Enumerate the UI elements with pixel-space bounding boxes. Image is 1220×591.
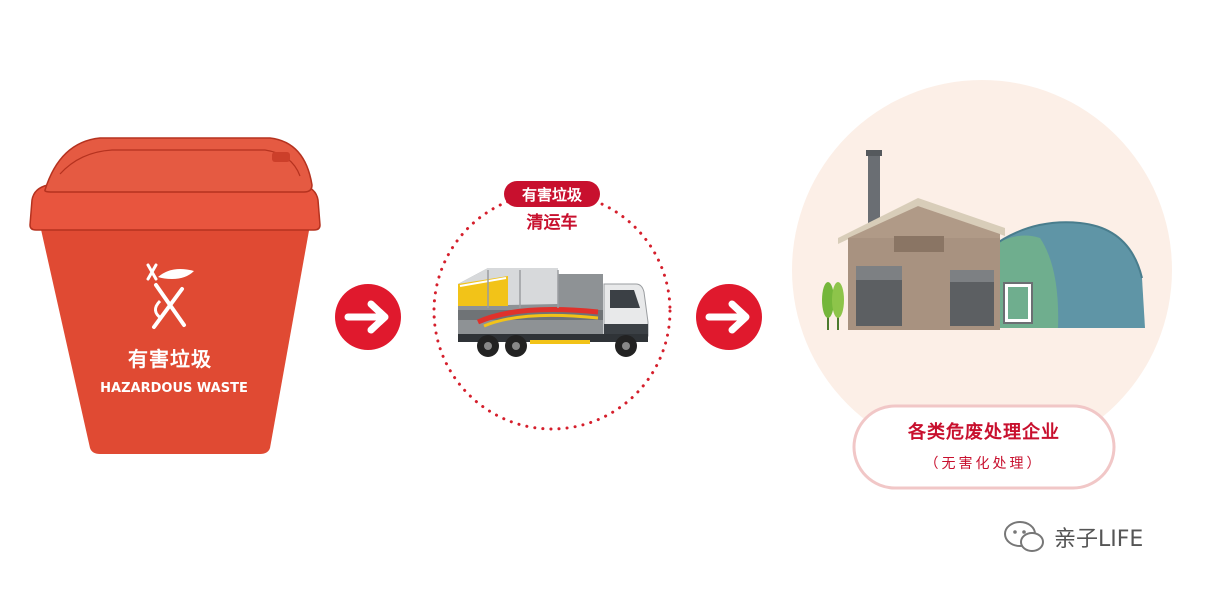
chimney: [868, 153, 880, 223]
bin-rim: [29, 184, 321, 231]
bin-label-cn: 有害垃圾: [128, 347, 212, 371]
garbage-truck-icon: [458, 268, 649, 357]
facility-subtitle: （无害化处理）: [925, 456, 1044, 472]
truck-label: 清运车: [527, 212, 578, 233]
watermark-text: 亲子LIFE: [1054, 527, 1143, 552]
truck-section: 有害垃圾 清运车: [432, 181, 672, 431]
facility-section: 各类危废处理企业 （无害化处理）: [792, 80, 1172, 490]
facility-label-box: [852, 404, 1116, 490]
factory-building: [838, 198, 1033, 330]
truck-badge-text: 有害垃圾: [522, 186, 583, 204]
truck-badge: [504, 181, 600, 207]
bin-body: [40, 225, 310, 454]
wechat-icon: [1004, 521, 1044, 552]
arrow-right-icon: [335, 284, 401, 350]
arrow-right-icon: [696, 284, 762, 350]
hazardous-waste-icon: [146, 263, 194, 329]
bin-label-en: HAZARDOUS WASTE: [100, 381, 248, 396]
bin-lid: [44, 137, 313, 193]
hazardous-waste-bin: 有害垃圾 HAZARDOUS WASTE: [29, 137, 321, 454]
tree-icon: [822, 282, 844, 330]
dotted-circle: [432, 191, 672, 431]
facility-title: 各类危废处理企业: [907, 421, 1060, 443]
watermark: 亲子LIFE: [1004, 521, 1143, 552]
